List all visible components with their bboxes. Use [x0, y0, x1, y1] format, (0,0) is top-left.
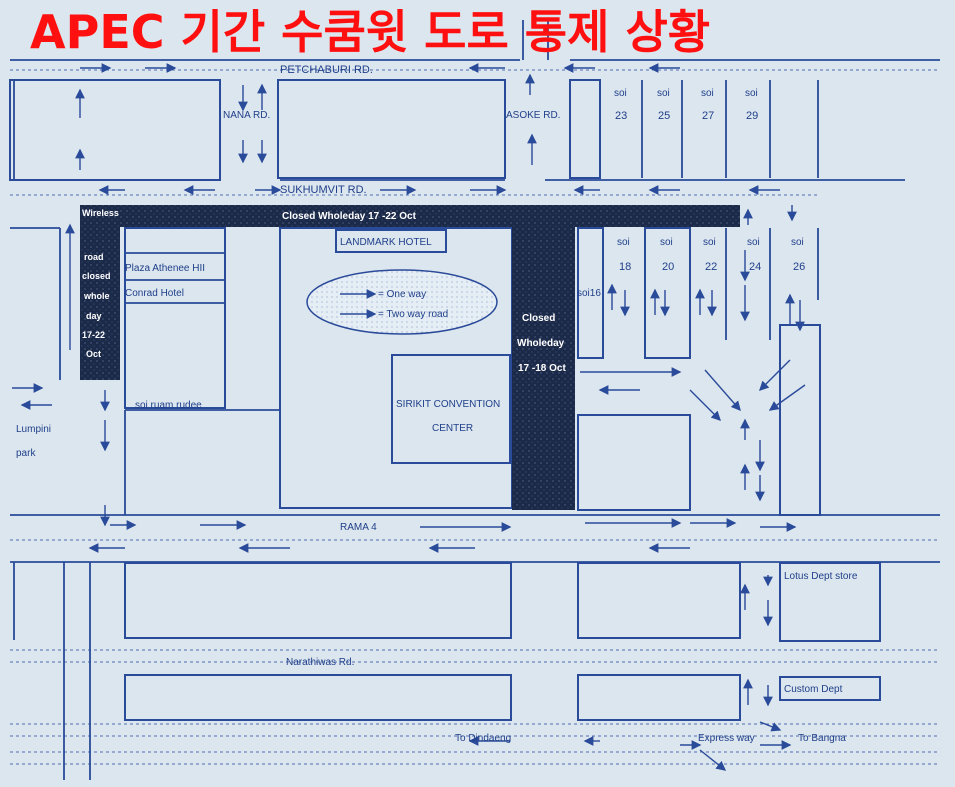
- rama4-label: RAMA 4: [340, 522, 377, 533]
- plaza-athenee-label: Plaza Athenee HII: [125, 263, 205, 274]
- soi-25-label: soi: [657, 88, 670, 99]
- soi-23-label: soi: [614, 88, 627, 99]
- soi-26-label: soi: [791, 237, 804, 248]
- soi-20-number: 20: [662, 261, 674, 273]
- soi-20-label: soi: [660, 237, 673, 248]
- wireless-closure-line4: whole: [83, 291, 110, 301]
- lumpini-label-line1: Lumpini: [16, 424, 51, 435]
- soi-25-number: 25: [658, 110, 670, 122]
- sirikit-label-line1: SIRIKIT CONVENTION: [396, 399, 500, 410]
- map-title: APEC 기간 수쿰윗 도로 통제 상황: [30, 5, 710, 59]
- petchaburi-road-label: PETCHABURI RD.: [280, 64, 373, 76]
- to-dindaeng-label: To Dindaeng: [455, 733, 511, 744]
- landmark-hotel-label: LANDMARK HOTEL: [340, 237, 432, 248]
- ratchadapisek-closure-line2: Wholeday: [517, 338, 565, 349]
- nana-road-label: NANA RD.: [223, 110, 270, 121]
- wireless-closure-line5: day: [86, 311, 102, 321]
- express-way-label: Express way: [698, 733, 755, 744]
- custom-dept-label: Custom Dept: [784, 684, 843, 695]
- ratchadapisek-closure-line1: Closed: [522, 313, 555, 324]
- narathiwas-road-label: Narathiwas Rd.: [286, 657, 354, 668]
- legend-one-way-label: = One way: [378, 289, 426, 300]
- soi-22-label: soi: [703, 237, 716, 248]
- lotus-dept-label: Lotus Dept store: [784, 571, 858, 582]
- soi-29-number: 29: [746, 110, 758, 122]
- soi-23-number: 23: [615, 110, 627, 122]
- soi-24-label: soi: [747, 237, 760, 248]
- sukhumvit-closure-label: Closed Wholeday 17 -22 Oct: [282, 211, 417, 222]
- ratchadapisek-closed: [512, 227, 575, 510]
- soi-26-number: 26: [793, 261, 805, 273]
- sukhumvit-closed-segment: [80, 205, 740, 227]
- soi-27-label: soi: [701, 88, 714, 99]
- soi-18-label: soi: [617, 237, 630, 248]
- wireless-closure-line1: Wireless: [82, 208, 119, 218]
- lumpini-label-line2: park: [16, 448, 36, 459]
- soi-22-number: 22: [705, 261, 717, 273]
- wireless-closure-line2: road: [84, 252, 104, 262]
- soi-ruam-rudee-label: soi ruam rudee: [135, 400, 202, 411]
- sukhumvit-road-label: SUKHUMVIT RD.: [280, 184, 367, 196]
- legend-box: [306, 269, 498, 335]
- ratchadapisek-closure-line3: 17 -18 Oct: [518, 363, 566, 374]
- soi-18-number: 18: [619, 261, 631, 273]
- landmark-hotel-box: [335, 229, 447, 253]
- sirikit-label-line2: CENTER: [432, 423, 473, 434]
- soi-27-number: 27: [702, 110, 714, 122]
- legend-two-way-label: = Two way road: [378, 309, 448, 320]
- wireless-closure-line7: Oct: [86, 349, 101, 359]
- conrad-hotel-label: Conrad Hotel: [125, 288, 184, 299]
- wireless-road-closed: [80, 205, 120, 380]
- soi16-label: soi16: [577, 288, 601, 299]
- wireless-closure-line3: closed: [82, 271, 111, 281]
- wireless-closure-line6: 17-22: [82, 330, 105, 340]
- city-blocks: [9, 79, 881, 721]
- soi-24-number: 24: [749, 261, 761, 273]
- traffic-arrows: [12, 63, 806, 771]
- asoke-road-label: ASOKE RD.: [506, 110, 560, 121]
- to-bangna-label: To Bangna: [798, 733, 846, 744]
- soi-29-label: soi: [745, 88, 758, 99]
